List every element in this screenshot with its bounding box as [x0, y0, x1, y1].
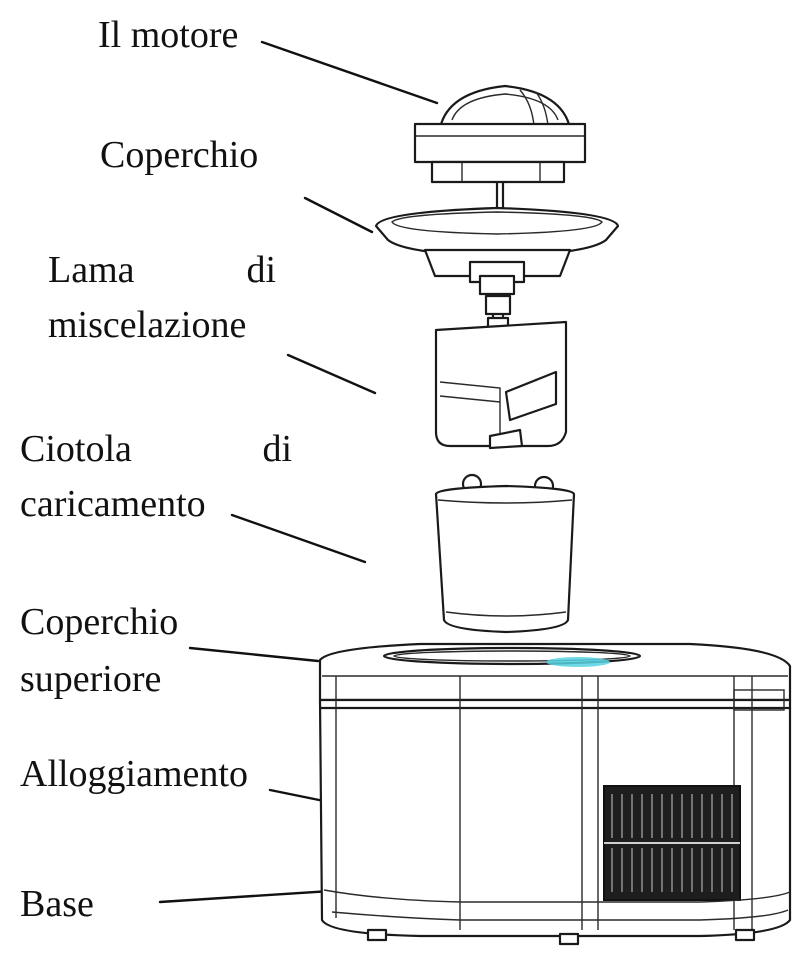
mixing-blade: [434, 292, 568, 450]
label-top-cover-line2: superiore: [20, 658, 162, 700]
label-motor: Il motore: [98, 14, 239, 56]
label-bowl-line2: caricamento: [20, 483, 206, 525]
loading-bowl: [434, 473, 576, 634]
leader-top-cover: [188, 646, 320, 663]
label-bowl-word-ciotola: Ciotola: [20, 428, 132, 470]
leader-bowl: [230, 513, 367, 564]
label-blade-line2: miscelazione: [48, 304, 247, 346]
label-bowl-word-di: di: [262, 428, 292, 470]
label-blade-line1: Lama di: [48, 251, 276, 289]
vent-grille: [603, 785, 741, 901]
label-housing: Alloggiamento: [20, 753, 248, 795]
base: [323, 889, 791, 903]
label-top-cover-line1: Coperchio: [20, 601, 179, 643]
label-bowl-line1: Ciotola di: [20, 430, 292, 468]
leader-lines: [158, 40, 439, 904]
main-body: [318, 642, 792, 946]
leader-lid: [303, 196, 374, 234]
label-base: Base: [20, 883, 94, 925]
motor-unit: [413, 84, 587, 214]
top-cover: [318, 642, 792, 702]
top-cover-glow: [546, 657, 610, 667]
label-blade-word-lama: Lama: [48, 249, 135, 291]
label-blade-word-di: di: [246, 249, 276, 291]
leader-base: [158, 888, 348, 904]
label-lid: Coperchio: [100, 134, 259, 176]
lid: [374, 206, 620, 296]
leader-blade: [286, 353, 377, 395]
leader-motor: [260, 40, 439, 105]
